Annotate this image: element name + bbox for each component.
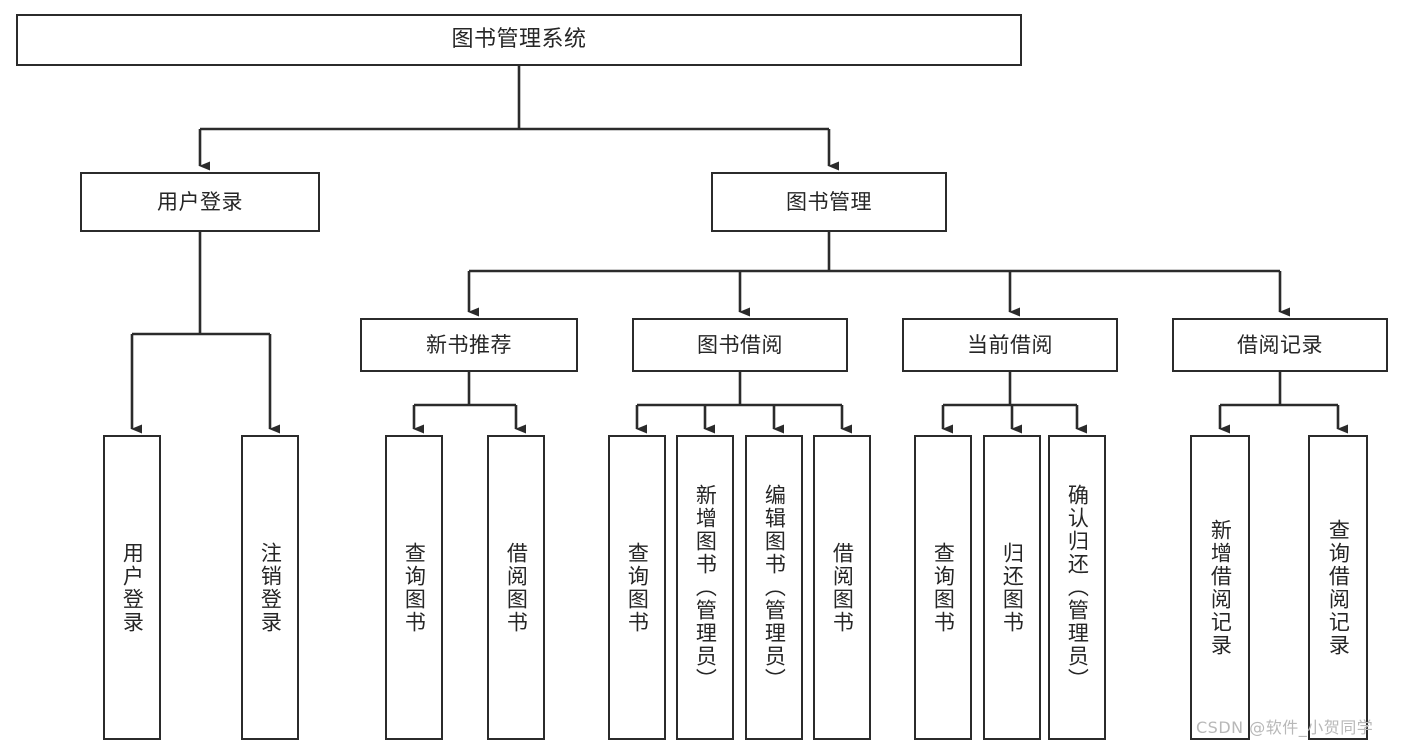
csdn-watermark: CSDN @软件_小贺同学 [1196, 718, 1374, 737]
node-borrow-record[interactable]: 借阅记录 [1172, 318, 1388, 372]
node-book-manage-label: 图书管理 [786, 189, 872, 214]
node-leaf-query-book-2-label: 查询图书 [625, 541, 650, 634]
node-new-book-rec-label: 新书推荐 [426, 332, 512, 357]
node-leaf-borrow-book-1[interactable]: 借阅图书 [487, 435, 545, 740]
node-leaf-add-book-label: 新增图书（管理员） [693, 484, 718, 691]
node-book-borrow[interactable]: 图书借阅 [632, 318, 848, 372]
node-leaf-return-book-label: 归还图书 [1000, 541, 1025, 634]
node-leaf-borrow-book-1-label: 借阅图书 [504, 541, 529, 634]
node-leaf-user-login-label: 用户登录 [120, 541, 145, 634]
node-leaf-user-logout-label: 注销登录 [258, 541, 283, 634]
node-leaf-query-book-3[interactable]: 查询图书 [914, 435, 972, 740]
node-book-manage[interactable]: 图书管理 [711, 172, 947, 232]
node-leaf-edit-book-label: 编辑图书（管理员） [762, 484, 787, 691]
node-leaf-query-book-2[interactable]: 查询图书 [608, 435, 666, 740]
node-leaf-add-record-label: 新增借阅记录 [1208, 518, 1233, 657]
node-leaf-return-book[interactable]: 归还图书 [983, 435, 1041, 740]
node-leaf-add-record[interactable]: 新增借阅记录 [1190, 435, 1250, 740]
node-root[interactable]: 图书管理系统 [16, 14, 1022, 66]
node-leaf-user-login[interactable]: 用户登录 [103, 435, 161, 740]
node-root-label: 图书管理系统 [451, 27, 587, 52]
node-current-borrow-label: 当前借阅 [967, 332, 1053, 357]
node-leaf-edit-book[interactable]: 编辑图书（管理员） [745, 435, 803, 740]
node-leaf-confirm-return[interactable]: 确认归还（管理员） [1048, 435, 1106, 740]
node-user-login-label: 用户登录 [157, 189, 243, 214]
node-leaf-confirm-return-label: 确认归还（管理员） [1065, 484, 1090, 691]
node-borrow-record-label: 借阅记录 [1237, 332, 1323, 357]
node-leaf-query-record-label: 查询借阅记录 [1326, 518, 1351, 657]
node-book-borrow-label: 图书借阅 [697, 332, 783, 357]
node-leaf-user-logout[interactable]: 注销登录 [241, 435, 299, 740]
node-current-borrow[interactable]: 当前借阅 [902, 318, 1118, 372]
node-leaf-borrow-book-2-label: 借阅图书 [830, 541, 855, 634]
node-leaf-query-book-3-label: 查询图书 [931, 541, 956, 634]
node-leaf-borrow-book-2[interactable]: 借阅图书 [813, 435, 871, 740]
node-user-login[interactable]: 用户登录 [80, 172, 320, 232]
node-leaf-query-book-1[interactable]: 查询图书 [385, 435, 443, 740]
node-leaf-query-book-1-label: 查询图书 [402, 541, 427, 634]
node-leaf-query-record[interactable]: 查询借阅记录 [1308, 435, 1368, 740]
node-leaf-add-book[interactable]: 新增图书（管理员） [676, 435, 734, 740]
node-new-book-rec[interactable]: 新书推荐 [360, 318, 578, 372]
